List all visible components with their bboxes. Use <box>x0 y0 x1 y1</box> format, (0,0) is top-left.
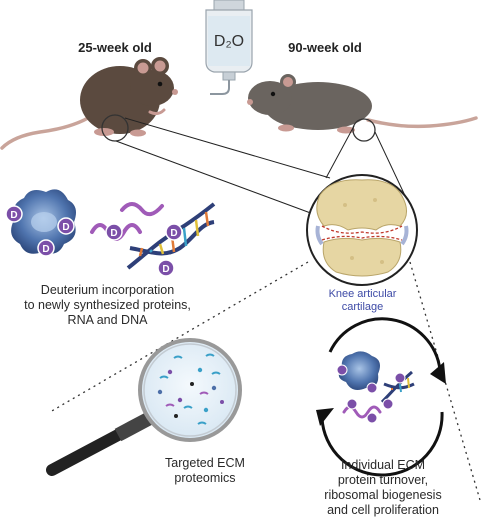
turnover-line-2: protein turnover, <box>337 473 429 487</box>
turnover-caption: Individual ECM protein turnover, ribosom… <box>298 458 468 518</box>
d2o-label: D₂O <box>214 33 244 50</box>
svg-text:D: D <box>62 222 69 233</box>
turnover-cycle-diagram <box>316 317 446 477</box>
magnifying-glass-icon <box>46 338 242 476</box>
svg-text:D: D <box>110 228 117 239</box>
zoom-lines <box>101 114 409 216</box>
deuterium-marker: D <box>37 239 55 257</box>
proteomics-line-2: proteomics <box>174 471 236 485</box>
deuterium-markers: D D D D D D <box>5 205 183 277</box>
deuterium-marker: D <box>57 217 75 235</box>
knee-label-line-1: Knee articular <box>328 288 397 300</box>
d2o-bottle: D₂O <box>205 0 253 95</box>
svg-text:D: D <box>10 210 17 221</box>
svg-text:D: D <box>162 264 169 275</box>
turnover-line-3: ribosomal biogenesis <box>324 488 442 502</box>
turnover-line-1: Individual ECM <box>340 458 426 472</box>
incorporation-line-3: RNA and DNA <box>67 313 148 327</box>
deuterium-marker: D <box>5 205 23 223</box>
incorporation-caption: Deuterium incorporation to newly synthes… <box>0 283 215 328</box>
turnover-line-4: and cell proliferation <box>327 503 439 517</box>
svg-text:D: D <box>170 228 177 239</box>
incorporation-line-1: Deuterium incorporation <box>40 283 175 297</box>
deuterium-marker: D <box>165 223 183 241</box>
deuterated-protein-icon <box>11 189 76 254</box>
knee-cartilage-inset <box>306 174 418 286</box>
svg-text:D: D <box>42 244 49 255</box>
deuterium-marker: D <box>157 259 175 277</box>
dotted-connector-lines <box>49 261 481 501</box>
proteomics-line-1: Targeted ECM <box>165 456 245 470</box>
young-mouse-age-label: 25-week old <box>78 40 152 55</box>
rna-strand-icon <box>90 202 164 241</box>
knee-cartilage-label: Knee articular cartilage <box>305 288 420 314</box>
old-mouse-age-label: 90-week old <box>288 40 362 55</box>
deuterium-marker: D <box>105 223 123 241</box>
incorporation-line-2: to newly synthesized proteins, <box>24 298 191 312</box>
young-mouse-illustration <box>0 57 178 150</box>
proteomics-caption: Targeted ECM proteomics <box>145 456 265 486</box>
knee-label-line-2: cartilage <box>341 301 384 313</box>
old-mouse-illustration <box>247 74 478 134</box>
